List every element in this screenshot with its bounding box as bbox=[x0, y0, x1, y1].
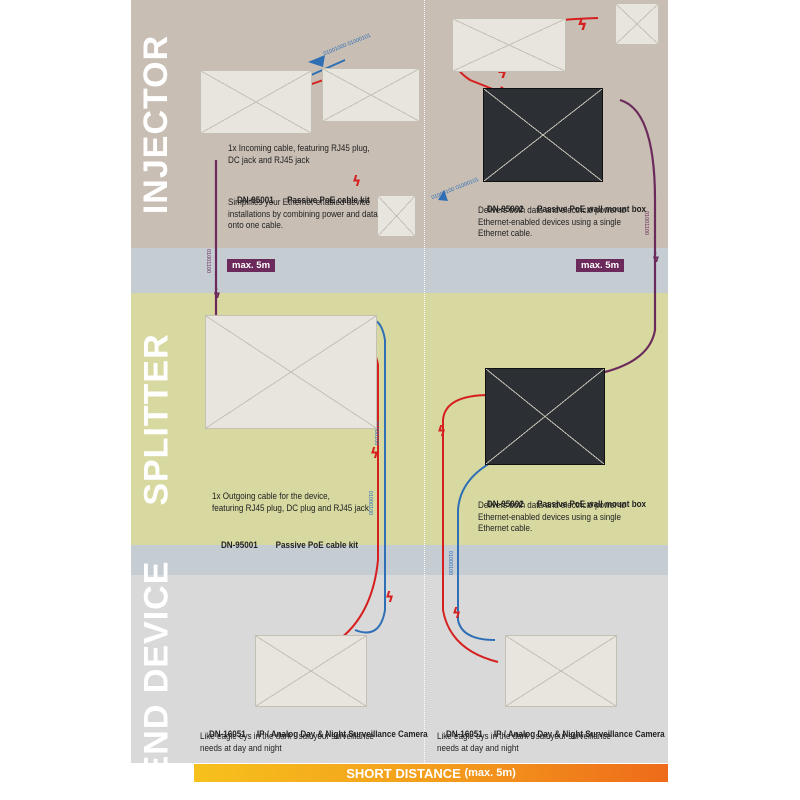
splitter-left-name: Passive PoE cable kit bbox=[275, 538, 359, 550]
end-right-title: DN-16051 IP / Analog Day & Night Surveil… bbox=[437, 716, 665, 751]
end-left-text: Like eagle eys in the dark - suit your s… bbox=[200, 730, 374, 753]
end-left-title: DN-16051 IP / Analog Day & Night Surveil… bbox=[200, 716, 428, 751]
cable-kit-photo-injector bbox=[200, 70, 312, 134]
splitter-right-model: DN-95002 bbox=[486, 497, 524, 509]
splitter-right-name: Passive PoE wall mount box bbox=[537, 497, 647, 509]
power-supply-photo-left bbox=[322, 68, 420, 122]
splitter-left-title: DN-95001 Passive PoE cable kit bbox=[212, 527, 358, 562]
red-cable-splitter-right bbox=[442, 394, 499, 663]
injector-right-text: Delivers both data and electrical power … bbox=[478, 204, 626, 238]
blue-cable-splitter-right bbox=[457, 461, 496, 641]
end-right-model: DN-16051 bbox=[445, 727, 483, 739]
injector-left-desc: 1x Incoming cable, featuring RJ45 plug, … bbox=[228, 142, 370, 165]
camera-photo-right bbox=[505, 635, 617, 707]
injector-right-model: DN-95002 bbox=[486, 202, 524, 214]
short-distance-bar: SHORT DISTANCE (max. 5m) bbox=[194, 764, 668, 782]
cable-kit-photo-splitter bbox=[205, 315, 377, 429]
svg-text:ϟ: ϟ bbox=[652, 251, 660, 265]
short-distance-label: SHORT DISTANCE bbox=[346, 765, 461, 781]
svg-text:ϟ: ϟ bbox=[577, 15, 588, 34]
injector-left-text: Simplifies your Ethernet-enabled device … bbox=[228, 196, 378, 230]
end-left-model: DN-16051 bbox=[208, 727, 246, 739]
poe-box-photo-splitter bbox=[485, 368, 605, 465]
separator-band-bottom bbox=[131, 545, 668, 575]
cable-bits-f: 01000100 bbox=[447, 550, 454, 576]
end-left-name: IP / Analog Day & Night Surveillance Cam… bbox=[256, 727, 428, 739]
injector-left-model: DN-95001 bbox=[236, 193, 274, 205]
camera-photo-left bbox=[255, 635, 367, 707]
short-distance-sub: (max. 5m) bbox=[464, 767, 516, 779]
purple-cable-right bbox=[604, 98, 657, 374]
svg-text:ϟ: ϟ bbox=[213, 287, 221, 301]
injector-right-name: Passive PoE wall mount box bbox=[537, 202, 647, 214]
svg-text:ϟ: ϟ bbox=[370, 446, 379, 462]
svg-text:ϟ: ϟ bbox=[352, 174, 361, 190]
injector-right-title: DN-95002 Passive PoE wall mount box bbox=[478, 191, 646, 226]
wall-socket-photo-right bbox=[615, 3, 659, 45]
svg-text:ϟ: ϟ bbox=[385, 590, 394, 606]
max-length-tag-right: max. 5m bbox=[576, 259, 625, 272]
power-supply-photo-right bbox=[452, 18, 566, 72]
splitter-right-title: DN-95002 Passive PoE wall mount box bbox=[478, 486, 646, 521]
center-divider bbox=[424, 0, 425, 763]
svg-text:ϟ: ϟ bbox=[497, 63, 508, 82]
injector-left-title: DN-95001 Passive PoE cable kit bbox=[228, 182, 370, 217]
end-right-name: IP / Analog Day & Night Surveillance Cam… bbox=[493, 727, 665, 739]
max-length-tag-left: max. 5m bbox=[227, 259, 276, 272]
wall-socket-photo-left bbox=[377, 195, 416, 237]
injector-left-name: Passive PoE cable kit bbox=[287, 193, 370, 205]
svg-text:ϟ: ϟ bbox=[452, 606, 461, 622]
svg-text:ϟ: ϟ bbox=[437, 424, 446, 440]
splitter-left-desc: 1x Outgoing cable for the device, featur… bbox=[212, 490, 369, 513]
cable-bits-b: 01001100 bbox=[205, 248, 212, 274]
splitter-left-model: DN-95001 bbox=[220, 538, 258, 550]
splitter-right-text: Delivers both data and electrical power … bbox=[478, 499, 626, 533]
end-right-text: Like eagle eys in the dark - suit your s… bbox=[437, 730, 611, 753]
poe-box-photo-injector bbox=[483, 88, 603, 182]
